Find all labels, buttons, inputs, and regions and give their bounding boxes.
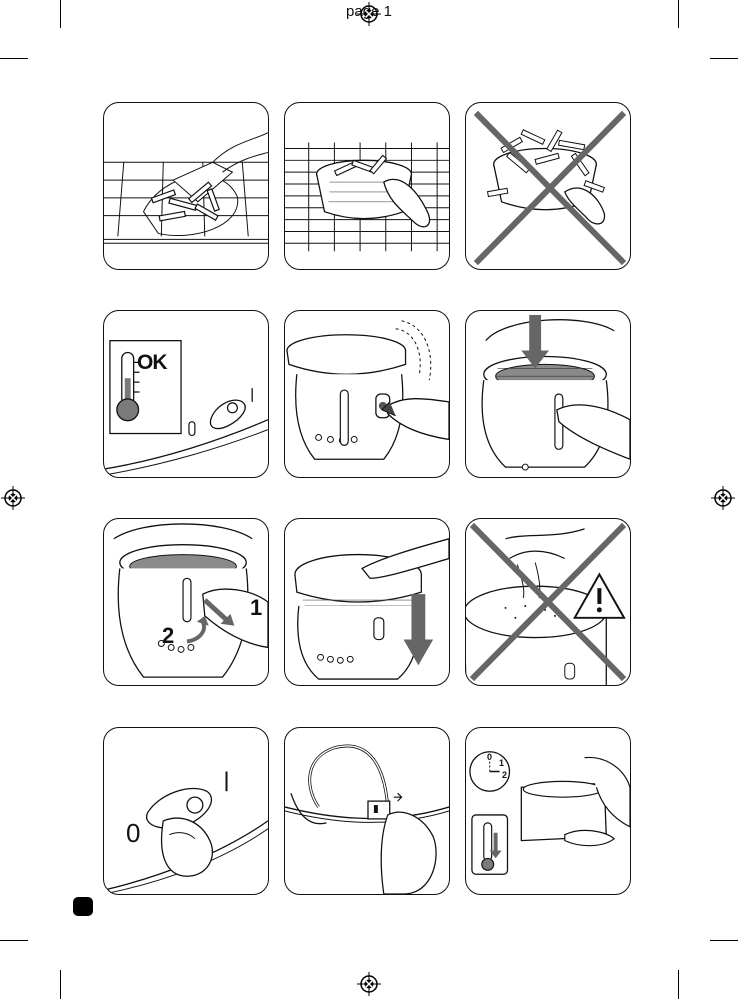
step-1-label: 1 xyxy=(250,595,262,621)
registration-mark-icon xyxy=(1,486,25,510)
off-zero-label: 0 xyxy=(126,818,140,849)
crop-mark-icon xyxy=(678,970,679,999)
panel-unplug-cord xyxy=(284,727,450,895)
dial-2-label: 2 xyxy=(502,770,507,780)
panel-thermostat-ok: OK xyxy=(103,310,269,478)
language-badge xyxy=(73,897,93,916)
crop-mark-icon xyxy=(60,970,61,999)
ok-label: OK xyxy=(137,351,167,375)
crop-mark-icon xyxy=(710,940,738,941)
registration-mark-icon xyxy=(357,2,381,26)
registration-mark-icon xyxy=(711,486,735,510)
panel-open-lid xyxy=(284,310,450,478)
panel-remove-basket: 1 2 xyxy=(103,518,269,686)
panel-do-not-overfill xyxy=(465,102,631,270)
panel-close-lid xyxy=(284,518,450,686)
panel-cooling: 0 1 2 xyxy=(465,727,631,895)
dial-1-label: 1 xyxy=(499,758,504,768)
step-2-label: 2 xyxy=(162,623,174,649)
crop-mark-icon xyxy=(0,58,28,59)
dial-0-label: 0 xyxy=(487,752,492,762)
panel-basket-grid xyxy=(284,102,450,270)
panel-dry-food xyxy=(103,102,269,270)
crop-mark-icon xyxy=(0,940,28,941)
registration-mark-icon xyxy=(357,972,381,996)
crop-mark-icon xyxy=(710,58,738,59)
panel-switch-off: 0 xyxy=(103,727,269,895)
panel-no-touch-warning xyxy=(465,518,631,686)
panel-lower-basket xyxy=(465,310,631,478)
